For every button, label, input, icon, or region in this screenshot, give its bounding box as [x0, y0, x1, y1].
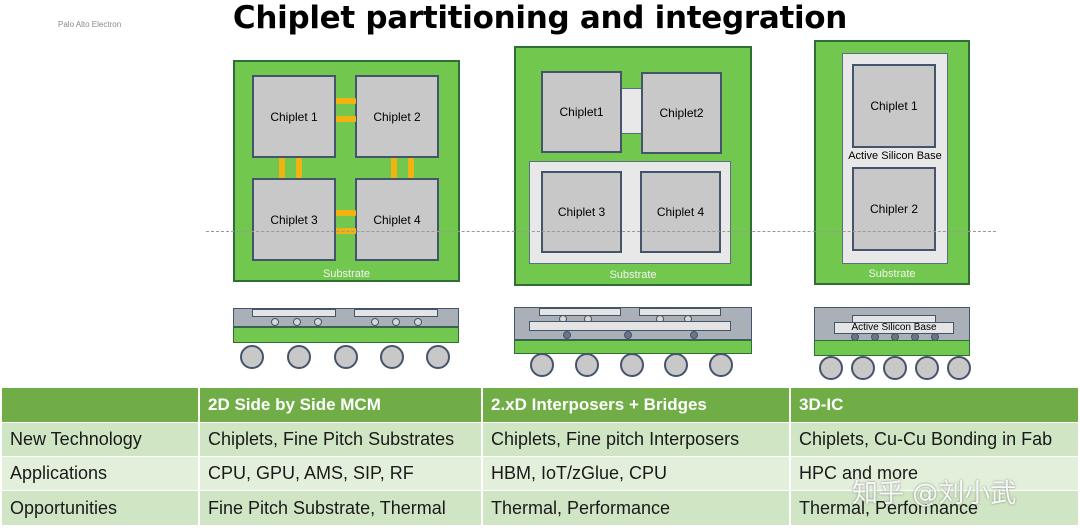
- mcm-xs-bump: [371, 318, 379, 326]
- watermark-top-left: Palo Alto Electron: [58, 20, 122, 29]
- 3dic-xs-ball: [851, 356, 875, 380]
- mcm-xs-die: [252, 309, 336, 317]
- dashed-section-line: [206, 231, 996, 232]
- interposer-chiplet-2: Chiplet2: [641, 72, 722, 154]
- mcm-bridge: [279, 158, 285, 178]
- 3dic-chiplet-2: Chipler 2: [852, 167, 936, 251]
- table-header-cell: 3D-IC: [789, 388, 1078, 422]
- table-cell: Applications: [10, 463, 108, 483]
- interposer-xs-ball: [709, 353, 733, 377]
- 3dic-base-label: Active Silicon Base: [848, 150, 942, 162]
- table-cell: Fine Pitch Substrate, Thermal: [198, 491, 481, 525]
- mcm-bridge: [336, 210, 356, 216]
- mcm-substrate-label: Substrate: [322, 268, 371, 280]
- interposer-chiplet-1: Chiplet1: [541, 71, 622, 153]
- table-cell: Thermal, Performance: [481, 491, 789, 525]
- 3dic-chiplet-1: Chiplet 1: [852, 64, 936, 148]
- 3dic-xs-ball: [883, 356, 907, 380]
- mcm-xs-ball: [240, 345, 264, 369]
- mcm-xs-die: [354, 309, 438, 317]
- mcm-bridge: [336, 116, 356, 122]
- table-cell: Chiplets, Cu-Cu Bonding in Fab: [789, 423, 1078, 456]
- mcm-xs-bump: [414, 318, 422, 326]
- interposer-xs-die: [639, 308, 721, 316]
- mcm-chiplet-2: Chiplet 2: [355, 75, 439, 158]
- mcm-chiplet-4: Chiplet 4: [355, 178, 439, 261]
- page-title: Chiplet partitioning and integration: [232, 0, 848, 36]
- table-cell: HPC and more: [789, 457, 1078, 490]
- table-row: Opportunities Fine Pitch Substrate, Ther…: [2, 491, 1078, 525]
- mcm-bridge: [296, 158, 302, 178]
- interposer-xs-interposer: [529, 321, 731, 331]
- table-header-row: 2D Side by Side MCM 2.xD Interposers + B…: [2, 388, 1078, 422]
- interposer-xs-bump: [690, 331, 698, 339]
- mcm-xs-ball: [287, 345, 311, 369]
- 3dic-substrate-label: Substrate: [868, 268, 916, 280]
- mcm-xs-ball: [380, 345, 404, 369]
- table-header-cell: 2.xD Interposers + Bridges: [481, 388, 789, 422]
- interposer-xs-substrate: [514, 340, 752, 354]
- table-header-cell: [2, 388, 198, 422]
- table-cell: Chiplets, Fine pitch Interposers: [481, 423, 789, 456]
- table-cell: New Technology: [10, 429, 142, 449]
- comparison-table: 2D Side by Side MCM 2.xD Interposers + B…: [2, 388, 1078, 528]
- interposer-substrate-label: Substrate: [609, 269, 657, 281]
- 3dic-xs-ball: [947, 356, 971, 380]
- table-cell: CPU, GPU, AMS, SIP, RF: [198, 457, 481, 490]
- table-cell: Thermal, Performance: [789, 491, 1078, 525]
- interposer-chiplet-4: Chiplet 4: [640, 171, 721, 253]
- mcm-bridge: [408, 158, 414, 178]
- mcm-xs-bump: [392, 318, 400, 326]
- mcm-bridge: [336, 98, 356, 104]
- mcm-chiplet-1: Chiplet 1: [252, 75, 336, 158]
- mcm-xs-substrate: [233, 327, 459, 343]
- table-cell: Opportunities: [10, 497, 118, 518]
- interposer-bridge-top: [620, 88, 642, 134]
- interposer-chiplet-3: Chiplet 3: [541, 171, 622, 253]
- interposer-xs-ball: [620, 353, 644, 377]
- mcm-xs-ball: [334, 345, 358, 369]
- interposer-xs-die: [539, 308, 621, 316]
- zhihu-watermark: 知乎 @刘小武: [852, 479, 1017, 509]
- mcm-bridge: [391, 158, 397, 178]
- table-cell: Chiplets, Fine Pitch Substrates: [198, 423, 481, 456]
- table-row: New Technology Chiplets, Fine Pitch Subs…: [2, 423, 1078, 456]
- 3dic-xs-ball: [819, 356, 843, 380]
- mcm-xs-bump: [271, 318, 279, 326]
- interposer-xs-ball: [575, 353, 599, 377]
- mcm-xs-bump: [293, 318, 301, 326]
- interposer-xs-bump: [624, 331, 632, 339]
- interposer-xs-ball: [664, 353, 688, 377]
- interposer-xs-bump: [563, 331, 571, 339]
- 3dic-xs-substrate: [814, 340, 970, 356]
- mcm-chiplet-3: Chiplet 3: [252, 178, 336, 261]
- 3dic-xs-label: Active Silicon Base: [851, 322, 937, 333]
- mcm-xs-bump: [314, 318, 322, 326]
- table-header-cell: 2D Side by Side MCM: [198, 388, 481, 422]
- table-row: Applications CPU, GPU, AMS, SIP, RF HBM,…: [2, 457, 1078, 490]
- 3dic-xs-ball: [915, 356, 939, 380]
- table-cell: HBM, IoT/zGlue, CPU: [481, 457, 789, 490]
- interposer-xs-ball: [530, 353, 554, 377]
- mcm-xs-ball: [426, 345, 450, 369]
